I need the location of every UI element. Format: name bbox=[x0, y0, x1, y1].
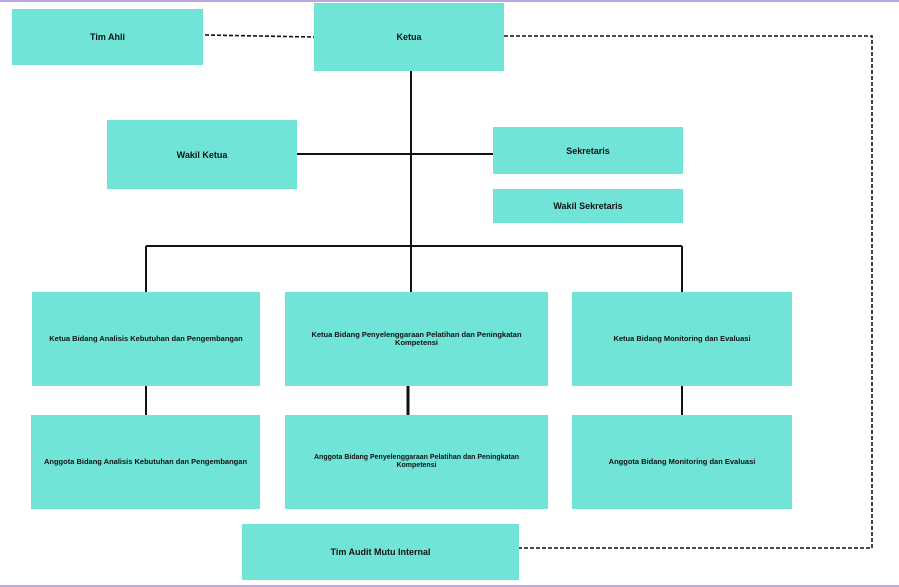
ketua-box: Ketua bbox=[314, 3, 504, 71]
frame-border-top bbox=[0, 0, 899, 2]
tim-ahli-box: Tim Ahli bbox=[12, 9, 203, 65]
division-2-member-box: Anggota Bidang Penyelenggaraan Pelatihan… bbox=[285, 415, 548, 509]
division-3-head-box: Ketua Bidang Monitoring dan Evaluasi bbox=[572, 292, 792, 386]
wakil-ketua-box: Wakil Ketua bbox=[107, 120, 297, 189]
dashed-line-tim-ahli bbox=[204, 34, 315, 38]
division-2-head-box: Ketua Bidang Penyelenggaraan Pelatihan d… bbox=[285, 292, 548, 386]
division-1-member-box: Anggota Bidang Analisis Kebutuhan dan Pe… bbox=[31, 415, 260, 509]
frame-border-bottom bbox=[0, 585, 899, 587]
division-1-head-box: Ketua Bidang Analisis Kebutuhan dan Peng… bbox=[32, 292, 260, 386]
sekretaris-box: Sekretaris bbox=[493, 127, 683, 174]
dashed-line-audit-loop bbox=[504, 35, 873, 549]
wakil-sekretaris-box: Wakil Sekretaris bbox=[493, 189, 683, 223]
division-3-member-box: Anggota Bidang Monitoring dan Evaluasi bbox=[572, 415, 792, 509]
tim-audit-box: Tim Audit Mutu Internal bbox=[242, 524, 519, 580]
